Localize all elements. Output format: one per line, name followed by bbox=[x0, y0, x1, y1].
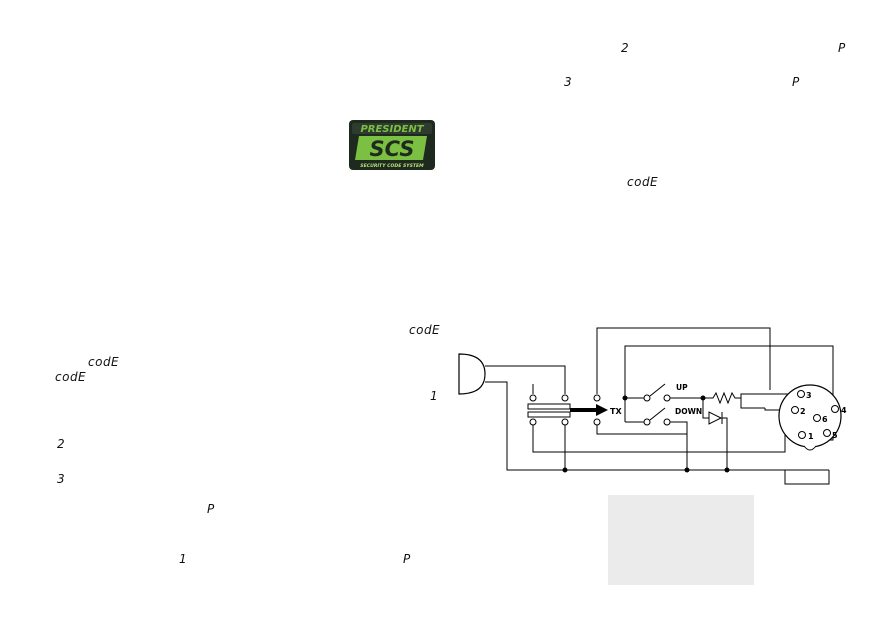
down-switch-blade bbox=[649, 407, 666, 421]
digit-two-display-right: 2 bbox=[621, 41, 630, 55]
to-pin5-wire bbox=[784, 470, 830, 485]
diode-left-wire bbox=[702, 398, 709, 419]
pin-5-label: 5 bbox=[832, 431, 838, 440]
switch-terminal-left-bottom bbox=[593, 418, 601, 426]
down-output-wire bbox=[670, 421, 688, 470]
tx-arrow-icon bbox=[596, 404, 608, 416]
pin-2-icon bbox=[791, 406, 799, 414]
up-label: UP bbox=[676, 383, 688, 392]
connector-key-notch bbox=[803, 445, 817, 451]
down-label: DOWN bbox=[675, 407, 702, 416]
outer-loop-wire bbox=[624, 345, 834, 441]
code-display-text-b: codE bbox=[55, 370, 87, 384]
p-mark-display-bottom: P bbox=[403, 552, 411, 566]
logo-mark-text: SCS bbox=[370, 137, 415, 161]
digit-one-display: 1 bbox=[430, 389, 439, 403]
code-display-text-a: codE bbox=[88, 355, 120, 369]
p-mark-display-right-a: P bbox=[838, 41, 846, 55]
code-display-text-right: codE bbox=[409, 323, 441, 337]
logo-brand-text: PRESIDENT bbox=[360, 124, 424, 135]
junction-dot-5 bbox=[684, 467, 690, 473]
digit-three-display: 3 bbox=[57, 472, 66, 486]
pin-1-icon bbox=[798, 431, 806, 439]
switch-bottom-wire bbox=[596, 424, 688, 435]
ptt-lead-c bbox=[532, 425, 565, 453]
diode-right-wire bbox=[722, 417, 728, 470]
to-pin6-wire bbox=[533, 421, 815, 453]
junction-dot-4 bbox=[724, 467, 730, 473]
microphone-capsule-icon bbox=[458, 353, 486, 395]
pin-1-label: 1 bbox=[808, 432, 814, 441]
diode-icon bbox=[708, 411, 723, 425]
ptt-terminal-d-icon bbox=[561, 418, 569, 426]
ptt-terminal-b-icon bbox=[561, 394, 569, 402]
resistor-icon bbox=[703, 391, 765, 409]
up-switch-blade bbox=[649, 383, 666, 397]
down-switch-terminal-a bbox=[643, 418, 651, 426]
president-scs-logo: PRESIDENT SCS SECURITY CODE SYSTEM bbox=[349, 120, 435, 170]
mic-lead-upper bbox=[485, 365, 566, 394]
ptt-terminal-c-icon bbox=[529, 418, 537, 426]
pin-6-icon bbox=[813, 414, 821, 422]
logo-top-band bbox=[352, 123, 432, 134]
logo-badge-shape bbox=[355, 136, 427, 160]
pin-4-icon bbox=[831, 405, 839, 413]
pin-3-label: 3 bbox=[806, 391, 812, 400]
pin-2-label: 2 bbox=[800, 407, 806, 416]
pin-3-icon bbox=[797, 390, 805, 398]
ptt-contact-lower bbox=[527, 411, 571, 418]
up-switch-terminal-b bbox=[663, 394, 671, 402]
p-mark-display-right-b: P bbox=[792, 75, 800, 89]
switch-terminal-left-top bbox=[593, 394, 601, 402]
upper-loop-wire bbox=[596, 327, 771, 394]
digit-one-display-bottom: 1 bbox=[179, 552, 188, 566]
pin-5-icon bbox=[823, 429, 831, 437]
pin-4-label: 4 bbox=[841, 406, 847, 415]
junction-dot-1 bbox=[562, 467, 568, 473]
grey-figure-panel bbox=[608, 495, 754, 585]
ptt-contact-upper bbox=[527, 403, 571, 410]
ptt-terminal-a-icon bbox=[529, 394, 537, 402]
down-switch-terminal-b bbox=[663, 418, 671, 426]
tx-label: TX bbox=[610, 407, 622, 416]
mic-lead-lower bbox=[485, 381, 829, 471]
up-switch-terminal-a bbox=[643, 394, 651, 402]
microphone-wiring-schematic: TX UP DOWN 3 2 4 6 1 5 bbox=[458, 327, 847, 485]
digit-three-display-right: 3 bbox=[564, 75, 573, 89]
digit-two-display: 2 bbox=[57, 437, 66, 451]
pin-6-label: 6 bbox=[822, 415, 828, 424]
code-display-text-right-column: codE bbox=[627, 175, 659, 189]
p-mark-display-a: P bbox=[207, 502, 215, 516]
logo-tagline-text: SECURITY CODE SYSTEM bbox=[360, 163, 424, 169]
resistor-to-pin3-wire bbox=[740, 393, 791, 408]
